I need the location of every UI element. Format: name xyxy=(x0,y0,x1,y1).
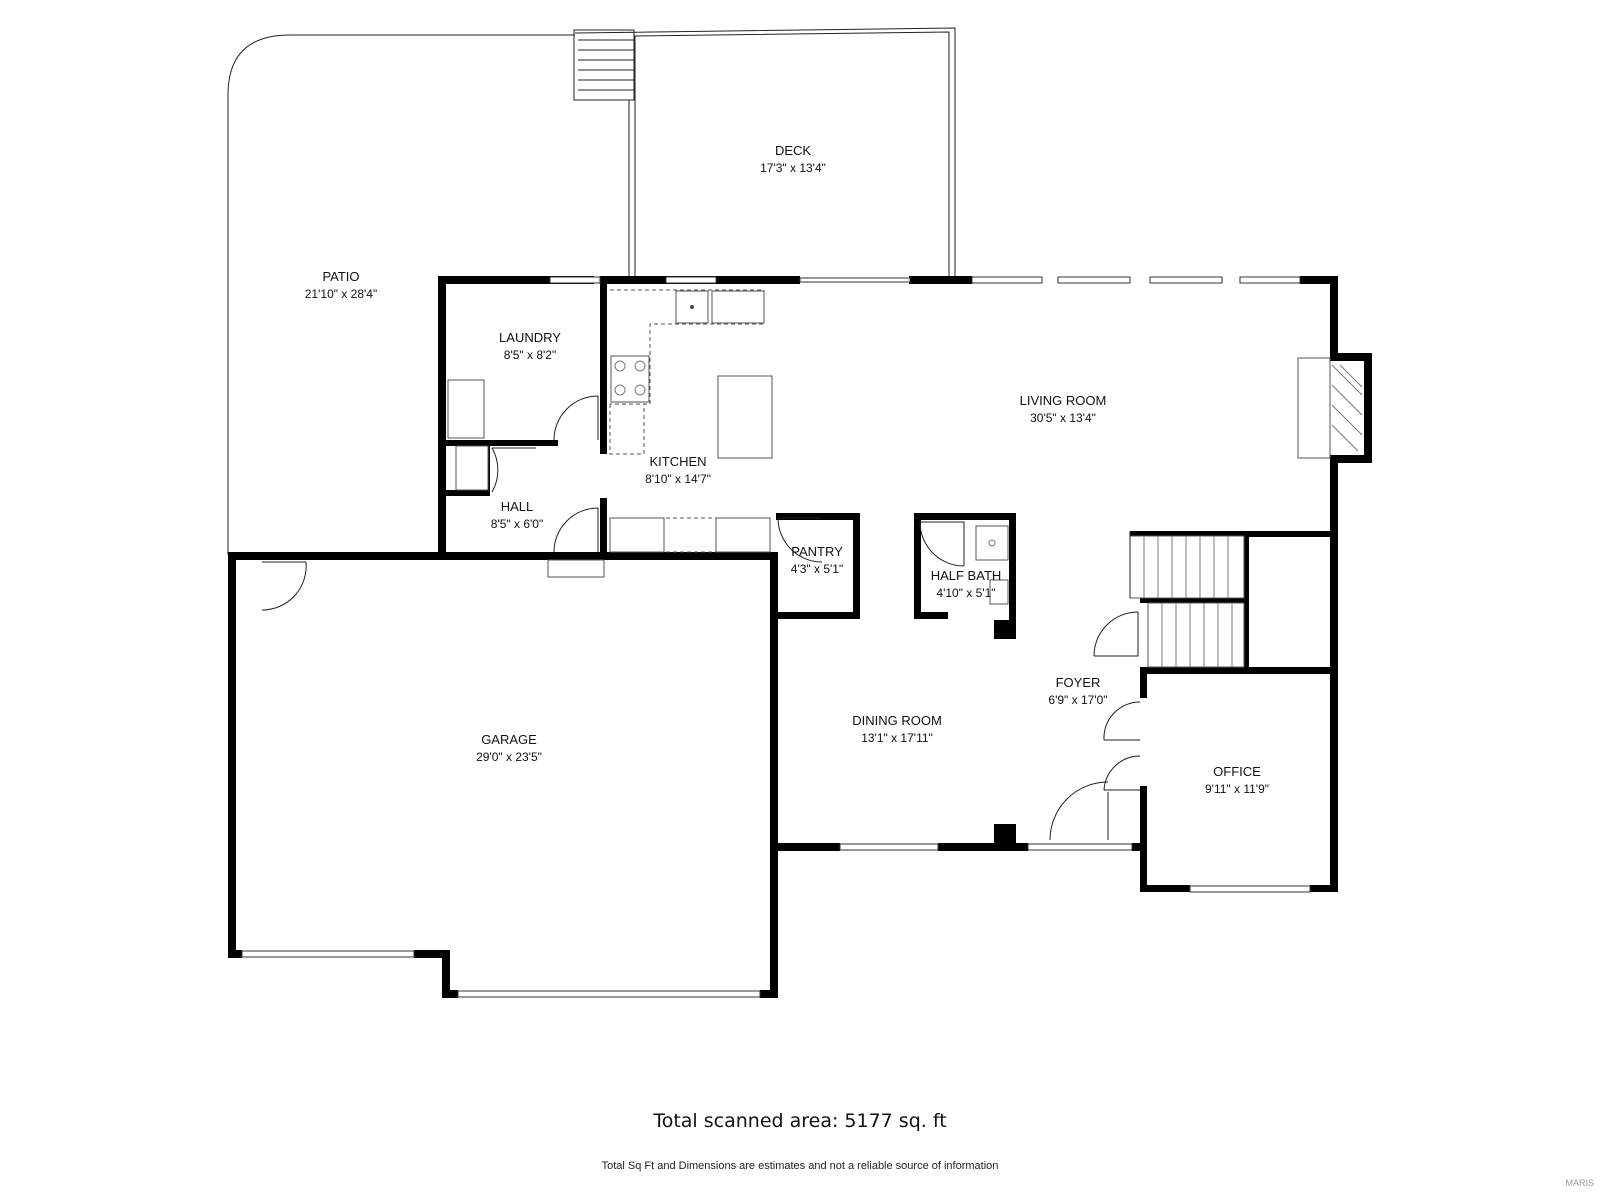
patio-name: PATIO xyxy=(322,269,359,284)
laundry-name: LAUNDRY xyxy=(499,330,561,345)
pantry-name: PANTRY xyxy=(791,544,843,559)
patio-outline xyxy=(227,34,575,555)
laundry-dims: 8'5" x 8'2" xyxy=(504,348,556,362)
office-name: OFFICE xyxy=(1213,764,1261,779)
deck-stairs xyxy=(573,29,635,101)
watermark: MARIS xyxy=(1565,1178,1594,1188)
doors xyxy=(261,395,1141,841)
pantry-dims: 4'3" x 5'1" xyxy=(791,562,843,576)
half-bath-name: HALF BATH xyxy=(931,568,1002,583)
deck-name: DECK xyxy=(775,143,811,158)
room-labels: DECK 17'3" x 13'4" PATIO 21'10" x 28'4" … xyxy=(305,143,1269,796)
foyer-name: FOYER xyxy=(1056,675,1101,690)
fixtures xyxy=(447,289,1363,668)
living-dims: 30'5" x 13'4" xyxy=(1030,411,1096,425)
hall-dims: 8'5" x 6'0" xyxy=(491,517,543,531)
dining-dims: 13'1" x 17'11" xyxy=(861,731,933,745)
garage-name: GARAGE xyxy=(481,732,537,747)
living-name: LIVING ROOM xyxy=(1020,393,1107,408)
half-bath-dims: 4'10" x 5'1" xyxy=(936,586,995,600)
patio-dims: 21'10" x 28'4" xyxy=(305,287,378,301)
garage-dims: 29'0" x 23'5" xyxy=(476,750,542,764)
disclaimer: Total Sq Ft and Dimensions are estimates… xyxy=(601,1160,999,1172)
deck-outline xyxy=(574,27,956,279)
hall-name: HALL xyxy=(501,499,534,514)
kitchen-dims: 8'10" x 14'7" xyxy=(645,472,711,486)
windows xyxy=(241,276,1311,998)
deck-dims: 17'3" x 13'4" xyxy=(760,161,826,175)
foyer-dims: 6'9" x 17'0" xyxy=(1048,693,1107,707)
total-area: Total scanned area: 5177 sq. ft xyxy=(653,1110,947,1132)
kitchen-name: KITCHEN xyxy=(649,454,706,469)
office-dims: 9'11" x 11'9" xyxy=(1205,782,1269,796)
dining-name: DINING ROOM xyxy=(852,713,942,728)
walls xyxy=(228,276,1372,998)
